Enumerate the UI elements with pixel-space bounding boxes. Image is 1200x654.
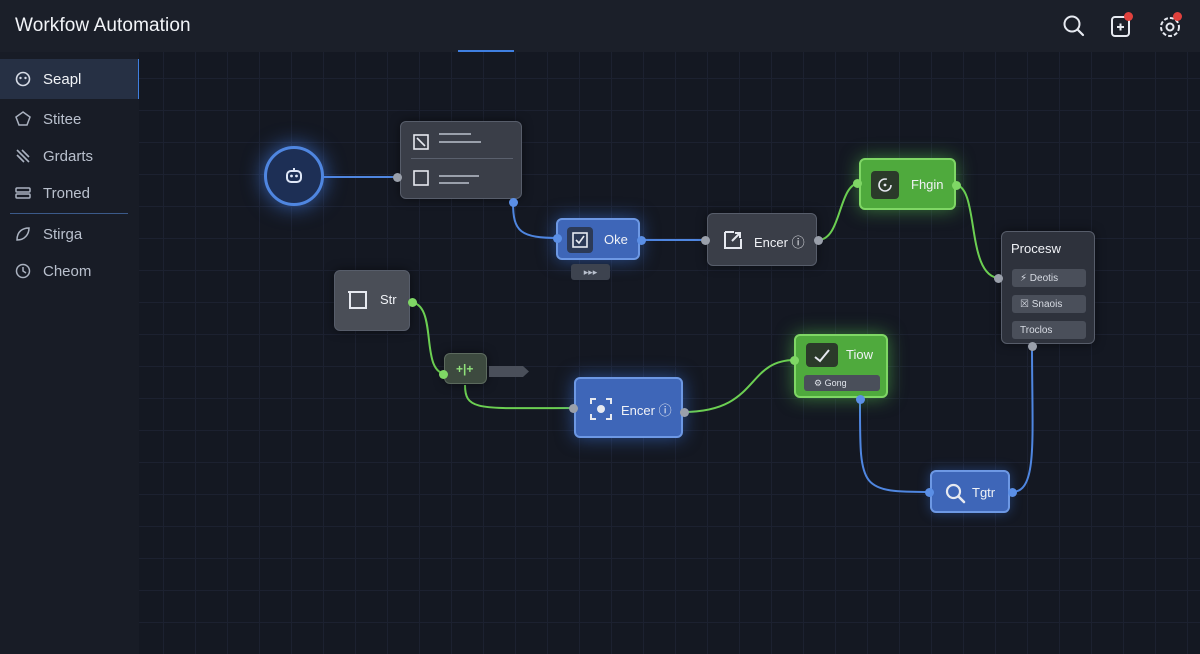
oke-node[interactable]: Oke — [556, 218, 640, 260]
robot-icon — [13, 69, 33, 89]
port[interactable] — [392, 172, 402, 182]
port[interactable] — [438, 369, 448, 379]
sidebar-item-stitee[interactable]: Stitee — [0, 99, 138, 139]
port[interactable] — [636, 235, 646, 245]
server-icon — [13, 183, 33, 203]
form-node[interactable] — [400, 121, 522, 199]
app-title: Workfow Automation — [15, 15, 191, 36]
notification-badge — [1124, 12, 1133, 21]
placeholder-line — [439, 141, 481, 143]
focus-icon — [590, 398, 612, 420]
port[interactable] — [568, 403, 578, 413]
checkbox-icon — [413, 134, 429, 150]
encer-top-label: Encer ⓘ — [754, 235, 805, 250]
placeholder-line — [439, 182, 469, 184]
sidebar-item-troned[interactable]: Troned — [0, 173, 138, 213]
split-output-arrow — [489, 366, 529, 377]
sidebar-item-grdarts[interactable]: Grdarts — [0, 136, 138, 176]
tgtr-label: Tgtr — [972, 485, 996, 500]
trigger-node[interactable] — [264, 146, 324, 206]
process-row[interactable]: ⚡ Deotis — [1012, 269, 1086, 287]
square-icon — [413, 170, 429, 186]
clipboard-icon[interactable] — [1108, 12, 1134, 39]
sidebar-item-label: Grdarts — [43, 147, 94, 165]
process-row[interactable]: ☒ Snaois — [1012, 295, 1086, 313]
tools-icon — [13, 146, 33, 166]
expand-icon — [724, 231, 742, 249]
workflow-canvas[interactable] — [139, 52, 1200, 654]
process-title: Procesw — [1011, 241, 1061, 256]
port[interactable] — [552, 233, 562, 243]
str-label: Str — [380, 292, 397, 307]
sidebar-item-label: Seapl — [43, 70, 82, 88]
sidebar-item-label: Stitee — [43, 110, 82, 128]
fhgin-label: Fhgin — [911, 177, 944, 192]
port[interactable] — [789, 355, 799, 365]
sidebar-item-label: Cheom — [43, 262, 92, 280]
sidebar-divider — [10, 213, 128, 214]
stack-icon — [13, 109, 33, 129]
split-node[interactable]: +|+ — [444, 353, 487, 384]
port[interactable] — [951, 180, 961, 190]
oke-badge: ▸▸▸ — [571, 264, 610, 280]
port[interactable] — [1027, 341, 1037, 351]
tiow-subrow[interactable]: ⚙ Gong — [804, 375, 880, 391]
port[interactable] — [508, 197, 518, 207]
sidebar-item-label: Troned — [43, 184, 90, 202]
settings-gear-icon[interactable] — [1157, 12, 1183, 39]
encer-bottom-label: Encer ⓘ — [621, 403, 672, 418]
frame-icon — [348, 291, 367, 309]
port[interactable] — [924, 487, 934, 497]
port[interactable] — [855, 394, 865, 404]
clock-icon — [13, 261, 33, 281]
refresh-icon — [871, 171, 899, 199]
encer-top-node[interactable]: Encer ⓘ — [707, 213, 817, 266]
active-tab-indicator — [458, 50, 514, 52]
port[interactable] — [700, 235, 710, 245]
port[interactable] — [993, 273, 1003, 283]
str-node[interactable]: Str — [334, 270, 410, 331]
settings-alert-badge — [1173, 12, 1182, 21]
edit-icon — [567, 227, 593, 253]
encer-bottom-node[interactable]: Encer ⓘ — [574, 377, 683, 438]
card-divider — [411, 158, 513, 159]
port[interactable] — [813, 235, 823, 245]
port[interactable] — [1007, 487, 1017, 497]
check-icon — [806, 343, 838, 367]
process-row[interactable]: Troclos — [1012, 321, 1086, 339]
robot-icon — [286, 168, 302, 183]
port[interactable] — [852, 178, 862, 188]
placeholder-line — [439, 175, 479, 177]
sidebar-item-cheom[interactable]: Cheom — [0, 251, 138, 291]
tgtr-node[interactable]: Tgtr — [930, 470, 1010, 513]
sidebar-item-stirga[interactable]: Stirga — [0, 214, 138, 254]
placeholder-line — [439, 133, 471, 135]
leaf-icon — [13, 224, 33, 244]
top-bar: Workfow Automation — [0, 0, 1200, 53]
tiow-label: Tiow — [846, 347, 873, 362]
sidebar-item-label: Stirga — [43, 225, 83, 243]
port[interactable] — [679, 407, 689, 417]
sidebar-item-seapl[interactable]: Seapl — [0, 59, 140, 99]
fhgin-node[interactable]: Fhgin — [859, 158, 956, 210]
search-icon[interactable] — [1061, 13, 1087, 39]
split-label: +|+ — [456, 362, 474, 376]
sidebar: Seapl Stitee Grdarts Troned Stirga Cheom — [0, 52, 140, 654]
tiow-node[interactable]: Tiow ⚙ Gong — [794, 334, 888, 398]
oke-label: Oke — [604, 232, 628, 247]
search-icon — [945, 483, 966, 504]
process-node[interactable]: Procesw ⚡ Deotis ☒ Snaois Troclos — [1001, 231, 1095, 344]
port[interactable] — [407, 297, 417, 307]
